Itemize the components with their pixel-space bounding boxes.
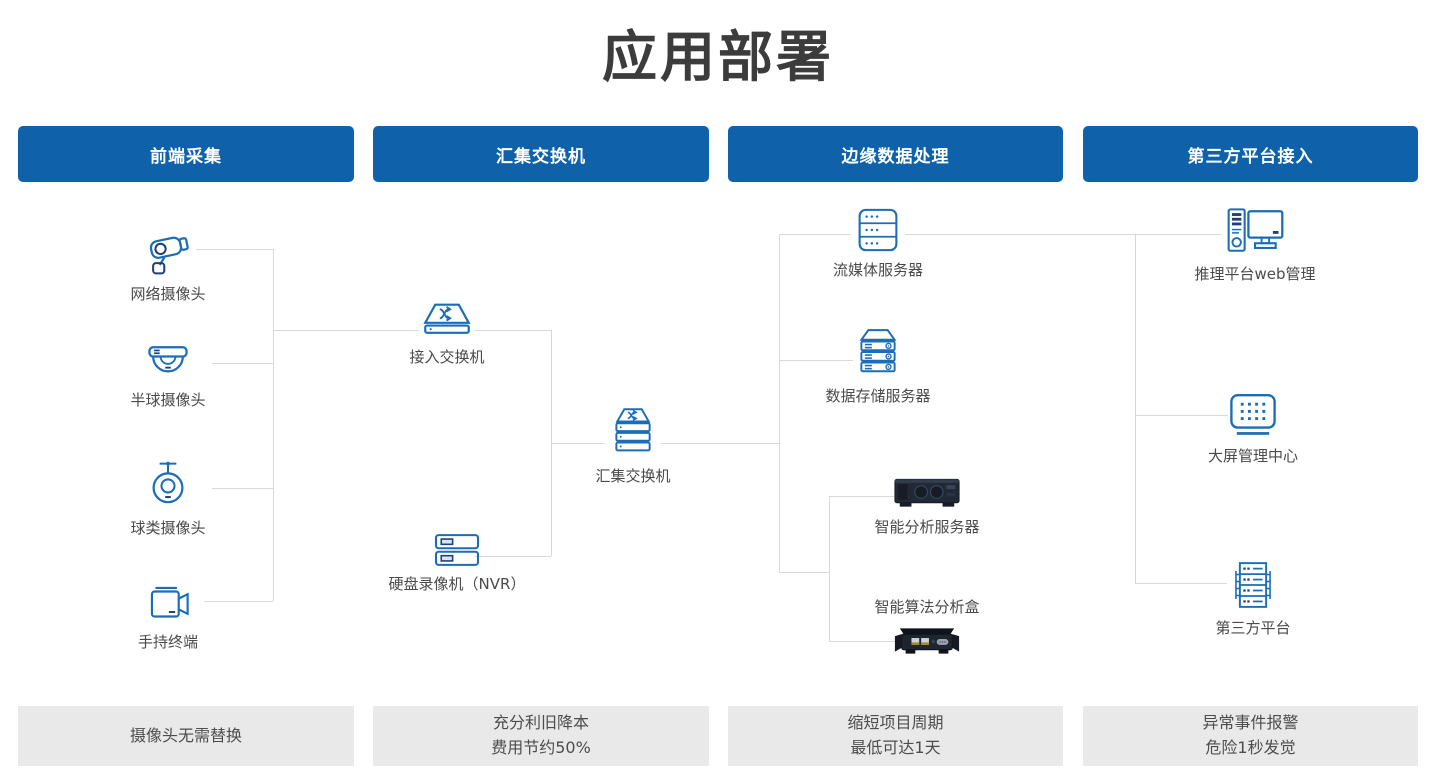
third-party-platform-icon bbox=[1225, 558, 1281, 612]
node-label: 网络摄像头 bbox=[130, 285, 206, 303]
node-nvr: 硬盘录像机（NVR） bbox=[367, 532, 547, 594]
node-label: 第三方平台 bbox=[1215, 619, 1291, 637]
access-switch-icon bbox=[418, 301, 476, 341]
node-handheld-terminal: 手持终端 bbox=[88, 582, 248, 652]
connector-line bbox=[1135, 234, 1136, 583]
node-storage-server: 数据存储服务器 bbox=[798, 324, 958, 406]
node-label: 智能算法分析盒 bbox=[874, 598, 980, 616]
analysis-server-icon bbox=[892, 477, 962, 511]
connector-line bbox=[829, 496, 830, 641]
node-network-camera: 网络摄像头 bbox=[88, 226, 248, 304]
column-header-aggregation-switch: 汇集交换机 bbox=[373, 126, 709, 182]
connector-line bbox=[829, 496, 894, 497]
benefit-line: 最低可达1天 bbox=[850, 738, 941, 757]
node-label: 手持终端 bbox=[137, 633, 198, 651]
benefit-box-event-alarm: 异常事件报警 危险1秒发觉 bbox=[1083, 706, 1418, 766]
node-label: 硬盘录像机（NVR） bbox=[388, 575, 526, 593]
web-management-icon bbox=[1223, 204, 1287, 258]
media-server-icon bbox=[850, 206, 906, 254]
algorithm-box-icon bbox=[892, 622, 962, 658]
aggregation-switch-icon bbox=[605, 404, 661, 460]
node-label: 球类摄像头 bbox=[130, 519, 206, 537]
node-label: 半球摄像头 bbox=[130, 391, 206, 409]
dome-camera-icon bbox=[142, 342, 194, 384]
node-third-party-platform: 第三方平台 bbox=[1173, 558, 1333, 638]
node-aggregation-switch: 汇集交换机 bbox=[553, 404, 713, 486]
node-dome-camera: 半球摄像头 bbox=[88, 342, 248, 410]
node-media-server: 流媒体服务器 bbox=[798, 206, 958, 280]
benefit-line: 危险1秒发觉 bbox=[1205, 738, 1296, 757]
connector-line bbox=[212, 363, 273, 364]
connector-line bbox=[779, 234, 780, 572]
column-header-edge-processing: 边缘数据处理 bbox=[728, 126, 1063, 182]
benefit-box-cost-saving: 充分利旧降本 费用节约50% bbox=[373, 706, 709, 766]
node-label: 智能分析服务器 bbox=[874, 518, 980, 536]
connector-line bbox=[661, 443, 779, 444]
node-big-screen: 大屏管理中心 bbox=[1173, 390, 1333, 466]
benefit-line: 异常事件报警 bbox=[1202, 713, 1299, 733]
connector-line bbox=[212, 488, 273, 489]
connector-line bbox=[551, 443, 605, 444]
node-analysis-server: 智能分析服务器 bbox=[847, 477, 1007, 537]
connector-line bbox=[273, 330, 419, 331]
connector-line bbox=[779, 360, 853, 361]
connector-line bbox=[829, 641, 897, 642]
connector-line bbox=[204, 601, 273, 602]
connector-line bbox=[779, 572, 829, 573]
connector-line bbox=[1135, 583, 1227, 584]
benefit-line: 费用节约50% bbox=[491, 738, 591, 757]
connector-line bbox=[475, 330, 551, 331]
connector-line bbox=[475, 556, 551, 557]
node-ptz-camera: 球类摄像头 bbox=[88, 458, 248, 538]
node-label: 数据存储服务器 bbox=[825, 387, 931, 405]
node-label: 接入交换机 bbox=[409, 348, 485, 366]
connector-line bbox=[196, 249, 273, 250]
nvr-icon bbox=[429, 532, 485, 568]
benefit-box-camera-reuse: 摄像头无需替换 bbox=[18, 706, 354, 766]
connector-line bbox=[273, 249, 274, 601]
ptz-camera-icon bbox=[142, 458, 194, 512]
benefit-line: 缩短项目周期 bbox=[847, 713, 944, 733]
column-header-third-party-access: 第三方平台接入 bbox=[1083, 126, 1418, 182]
node-access-switch: 接入交换机 bbox=[367, 301, 527, 367]
big-screen-icon bbox=[1226, 390, 1280, 440]
node-label: 推理平台web管理 bbox=[1194, 265, 1316, 283]
handheld-terminal-icon bbox=[143, 582, 193, 626]
benefit-box-project-cycle: 缩短项目周期 最低可达1天 bbox=[728, 706, 1063, 766]
column-header-frontend-collection: 前端采集 bbox=[18, 126, 354, 182]
node-web-management: 推理平台web管理 bbox=[1175, 204, 1335, 284]
connector-line bbox=[779, 234, 851, 235]
connector-line bbox=[1135, 415, 1228, 416]
node-algorithm-box: 智能算法分析盒 bbox=[847, 596, 1007, 658]
page-title: 应用部署 bbox=[601, 25, 834, 89]
benefit-line: 摄像头无需替换 bbox=[129, 725, 242, 745]
node-label: 流媒体服务器 bbox=[832, 261, 923, 279]
node-label: 大屏管理中心 bbox=[1207, 447, 1298, 465]
bullet-camera-icon bbox=[142, 226, 194, 278]
node-label: 汇集交换机 bbox=[595, 467, 671, 485]
connector-line bbox=[905, 234, 1221, 235]
storage-server-icon bbox=[850, 324, 906, 380]
benefit-line: 充分利旧降本 bbox=[492, 713, 589, 733]
